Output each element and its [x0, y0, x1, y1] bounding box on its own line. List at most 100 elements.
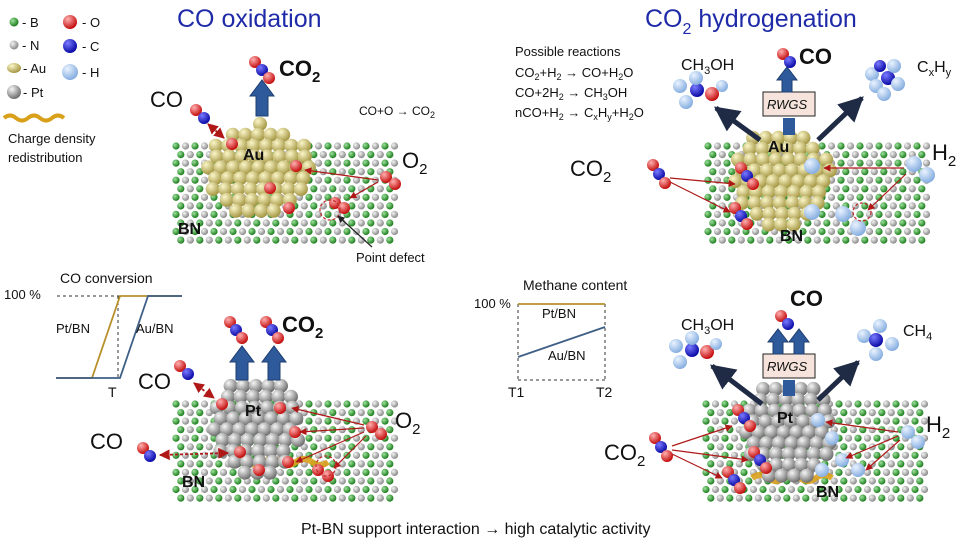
nitrogen-atom: [390, 227, 399, 236]
boron-atom: [894, 227, 902, 236]
co2-release-arrow: [249, 79, 275, 117]
gold-atom: [281, 182, 296, 197]
nitrogen-atom: [338, 409, 346, 417]
gold-atom: [229, 203, 243, 218]
boron-atom: [196, 202, 204, 210]
nitrogen-atom: [314, 485, 323, 494]
nitrogen-atom: [333, 451, 342, 459]
co2-adsorption-arrow: [669, 181, 731, 213]
nitrogen-atom: [257, 485, 266, 494]
boron-atom: [286, 485, 294, 494]
boron-atom: [253, 219, 261, 227]
platinum-atom: [781, 457, 796, 472]
nitrogen-atom: [813, 236, 821, 244]
nitrogen-atom: [200, 210, 209, 218]
boron-atom: [704, 227, 712, 236]
boron-atom: [305, 468, 313, 476]
plot-title: Methane content: [523, 277, 627, 293]
gold-atom: [293, 182, 308, 197]
gold-atom: [241, 203, 256, 218]
boron-atom: [253, 494, 261, 502]
platinum-atom: [803, 392, 818, 407]
nitrogen-atom: [716, 409, 724, 417]
co2-molecule: [224, 316, 248, 344]
nitrogen-atom: [333, 400, 342, 408]
boron-atom: [177, 409, 185, 417]
boron-atom: [177, 477, 185, 485]
product-up-arrow: [783, 380, 795, 396]
boron-atom: [842, 236, 850, 244]
boron-atom: [172, 227, 180, 236]
nitrogen-atom: [352, 468, 361, 476]
platinum-atom: [766, 392, 781, 407]
boron-atom: [875, 227, 883, 236]
nitrogen-atom: [333, 176, 342, 184]
boron-atom: [172, 210, 180, 218]
boron-atom: [305, 400, 313, 408]
boron-atom: [367, 202, 375, 210]
gold-atom: [761, 185, 776, 200]
gold-atom: [794, 152, 808, 167]
boron-atom: [386, 426, 394, 434]
boron-atom: [172, 434, 180, 442]
gold-atom: [778, 174, 793, 189]
nitrogen-atom: [773, 494, 781, 502]
boron-atom: [721, 400, 729, 408]
nitrogen-atom: [732, 227, 741, 236]
boron-atom: [726, 460, 734, 468]
gold-atom: [208, 138, 223, 153]
boron-atom: [726, 443, 734, 451]
nitrogen-atom: [390, 485, 399, 494]
gold-atom: [238, 127, 253, 142]
nitrogen-atom: [849, 477, 857, 485]
platinum-atom: [806, 447, 821, 461]
nitrogen-atom: [333, 142, 342, 150]
platinum-atom: [809, 436, 824, 451]
gold-atom: [254, 203, 269, 218]
boron-atom: [381, 142, 389, 150]
platinum-atom: [776, 425, 791, 440]
nitrogen-atom: [276, 227, 285, 236]
product-up-arrow: [783, 118, 795, 135]
nitrogen-atom: [281, 236, 289, 244]
boron-atom: [310, 185, 318, 193]
nitrogen-atom: [262, 494, 270, 502]
boron-atom: [880, 185, 888, 193]
nitrogen-atom: [908, 219, 916, 227]
legend-pt-swatch: [7, 85, 21, 99]
boron-atom: [177, 426, 185, 434]
gold-atom: [787, 206, 802, 221]
platinum-atom: [768, 381, 783, 396]
nitrogen-atom: [224, 219, 232, 227]
boron-atom: [362, 227, 370, 236]
nitrogen-atom: [713, 159, 722, 167]
boron-atom: [704, 176, 712, 184]
boron-atom: [911, 485, 919, 494]
boron-atom: [172, 159, 180, 167]
boron-atom: [348, 477, 356, 485]
boron-atom: [918, 185, 926, 193]
boron-atom: [362, 159, 370, 167]
boron-atom: [859, 409, 867, 417]
gold-atom: [220, 171, 235, 186]
boron-atom: [210, 210, 218, 218]
nitrogen-atom: [832, 219, 840, 227]
boron-atom: [177, 185, 185, 193]
boron-atom: [324, 485, 332, 494]
boron-atom: [728, 168, 736, 176]
nitrogen-atom: [371, 468, 380, 476]
boron-atom: [381, 210, 389, 218]
ch4-molecule: [857, 319, 899, 361]
nitrogen-atom: [333, 434, 342, 442]
nitrogen-atom: [887, 426, 895, 434]
nitrogen-atom: [865, 227, 874, 236]
gold-atom: [283, 171, 298, 186]
boron-atom: [191, 142, 199, 150]
nitrogen-atom: [295, 210, 304, 218]
boron-atom: [343, 468, 351, 476]
point-defect-marker: [852, 202, 872, 222]
nitrogen-atom: [882, 417, 891, 425]
o2-dissociation-arrow: [295, 431, 365, 463]
nitrogen-atom: [262, 236, 270, 244]
boron-atom: [191, 468, 199, 476]
